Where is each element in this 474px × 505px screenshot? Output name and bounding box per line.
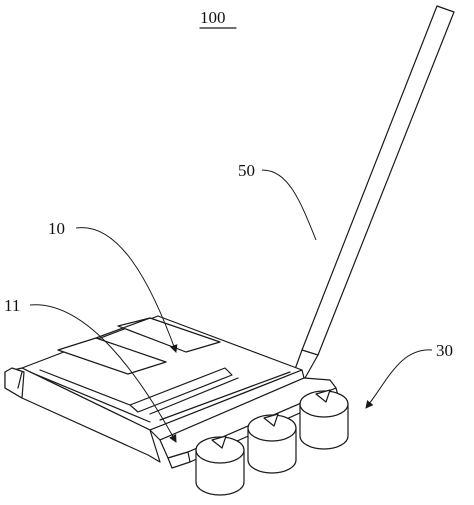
- leader-line-handle: [261, 169, 317, 241]
- callout-rollers: 30: [436, 341, 453, 360]
- roller-right: [299, 389, 349, 450]
- callout-handle: 50: [238, 161, 255, 180]
- figure-number: 100: [200, 8, 226, 27]
- callout-slot: 11: [4, 296, 20, 315]
- roller-left: [195, 435, 245, 496]
- leader-line-body: [75, 227, 178, 353]
- leader-line-slot: [29, 304, 177, 443]
- leader-line-rollers: [365, 349, 433, 409]
- handle: [293, 5, 455, 379]
- roller-middle: [247, 413, 297, 474]
- callout-body: 10: [48, 219, 65, 238]
- slot-plates: [57, 317, 221, 375]
